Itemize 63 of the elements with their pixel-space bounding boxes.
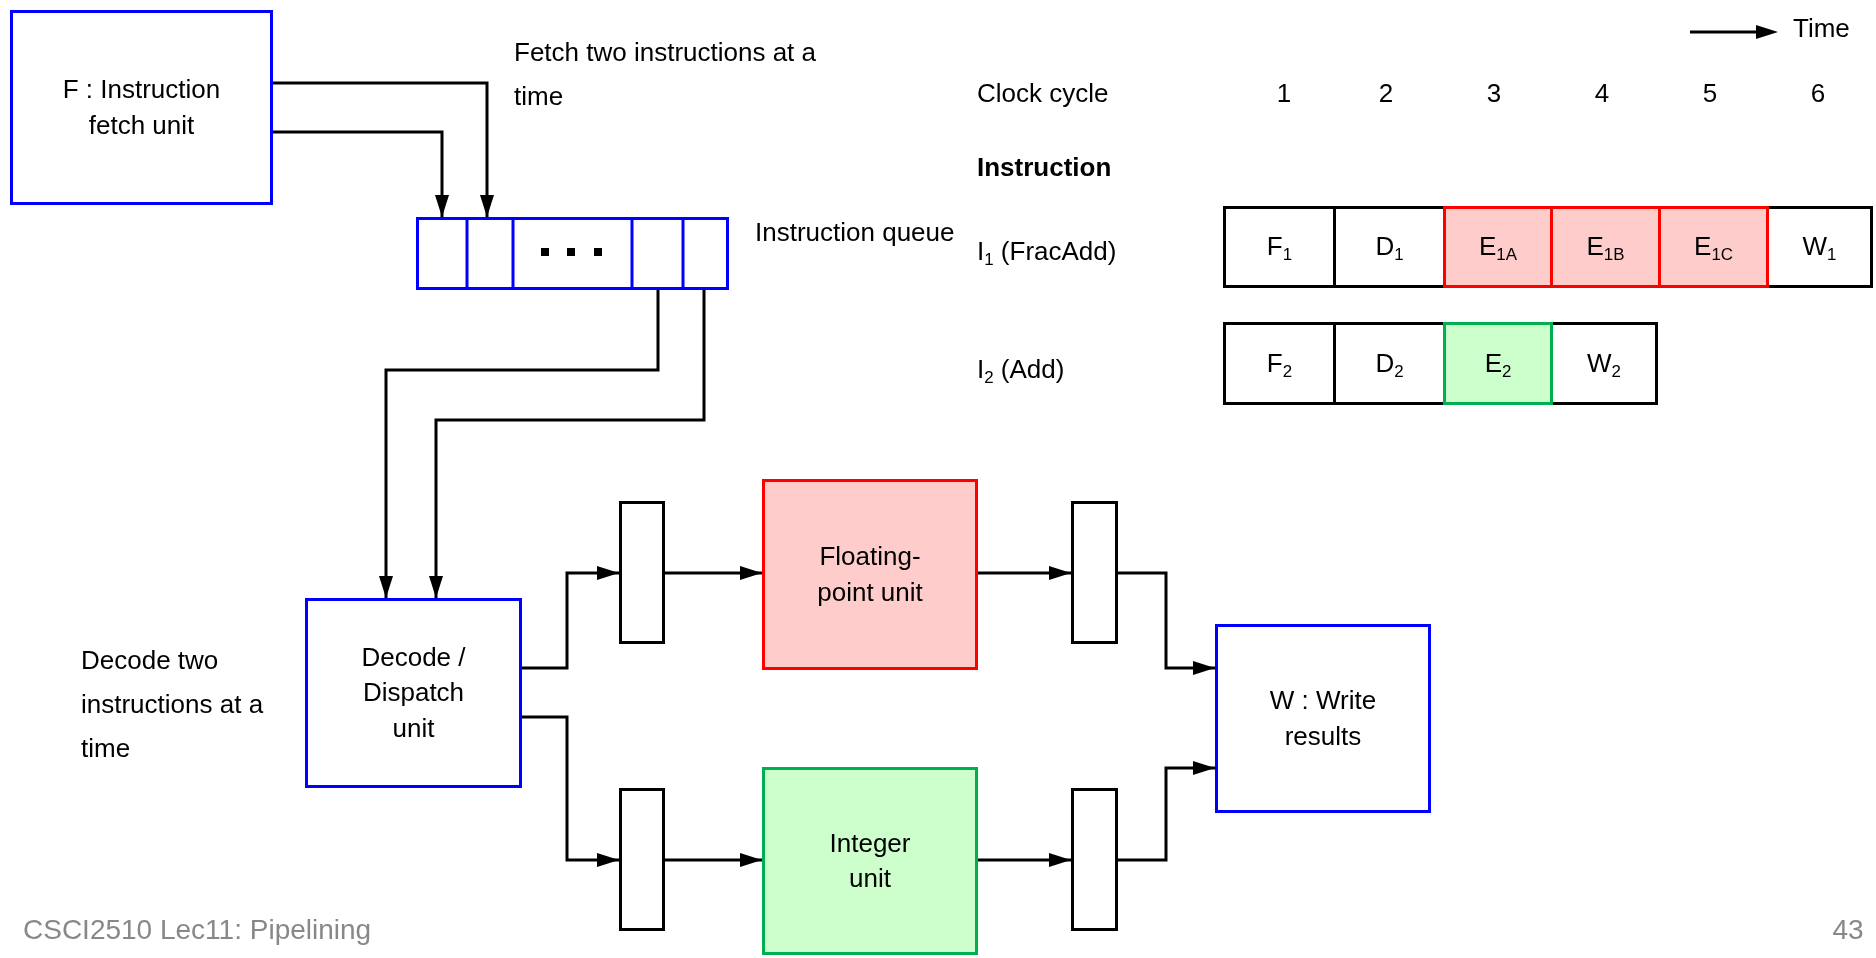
axis-label: Time [1793, 12, 1850, 45]
unit-box [762, 479, 978, 670]
page-number: 43 [1832, 913, 1864, 947]
stage-label: E$_{1A}$ [1479, 230, 1517, 265]
unit-box [10, 10, 273, 205]
pipeline-register [1071, 788, 1118, 931]
note-text: Decode two instructions at a time [81, 644, 265, 765]
stage-label: W$_{2}$ [1587, 346, 1621, 382]
note-text: Fetch two instructions at a time [514, 36, 818, 113]
cycle-number: 3 [1486, 77, 1502, 110]
cycle-number: 2 [1378, 77, 1394, 110]
arrow [522, 566, 619, 670]
stage-cell [1443, 322, 1553, 405]
stage-label: E$_{1B}$ [1586, 230, 1625, 265]
arrow [273, 130, 449, 217]
stage-label: D$_{1}$ [1375, 230, 1404, 265]
pipeline-register [1071, 501, 1118, 644]
footer-text: CSCI2510 Lec11: Pipelining [23, 913, 372, 947]
arrow [1118, 761, 1215, 862]
cycle-number: 4 [1594, 77, 1610, 110]
cycle-number: 6 [1810, 77, 1826, 110]
arrow [978, 853, 1071, 867]
unit-box [305, 598, 522, 788]
unit-label: F : Instruction fetch unit [61, 73, 222, 142]
instruction-queue [416, 217, 729, 290]
arrow [665, 566, 762, 580]
stage-cell [1658, 206, 1769, 288]
arrow [522, 715, 619, 867]
arrow [429, 290, 706, 598]
cycle-number: 1 [1276, 77, 1292, 110]
stage-cell [1443, 206, 1553, 288]
stage-label: F$_{1}$ [1266, 230, 1293, 265]
arrow [978, 566, 1071, 580]
unit-label: Floating-point unit [816, 540, 924, 609]
cycle-number: 5 [1702, 77, 1718, 110]
pipeline-register [619, 501, 665, 644]
unit-label: Integer unit [828, 826, 912, 895]
row-label: I$_{2}$ (Add) [977, 353, 1065, 390]
unit-label: Decode / Dispatch unit [360, 641, 467, 745]
arrow [273, 81, 494, 217]
column-heading: Instruction [977, 151, 1112, 184]
stage-cell [1333, 206, 1446, 288]
pipeline-register [619, 788, 665, 931]
arrow [665, 853, 762, 867]
stage-label: W$_{1}$ [1802, 230, 1837, 265]
arrow [379, 290, 660, 598]
stage-cell [1223, 206, 1336, 288]
stage-cell [1223, 322, 1336, 405]
unit-box [762, 767, 978, 955]
stage-label: E$_{1C}$ [1694, 230, 1733, 265]
stage-label: D$_{2}$ [1375, 346, 1404, 382]
stage-cell [1333, 322, 1446, 405]
stage-label: E$_{2}$ [1484, 346, 1512, 382]
unit-box [1215, 624, 1431, 813]
note-text: Instruction queue [755, 216, 955, 249]
arrow [1118, 571, 1215, 675]
row-label: I$_{1}$ (FracAdd) [977, 235, 1117, 272]
stage-cell [1550, 322, 1658, 405]
stage-cell [1766, 206, 1873, 288]
unit-label: W : Write results [1268, 684, 1378, 753]
stage-cell [1550, 206, 1661, 288]
stage-label: F$_{2}$ [1266, 346, 1293, 382]
row-label: Clock cycle [977, 77, 1109, 110]
